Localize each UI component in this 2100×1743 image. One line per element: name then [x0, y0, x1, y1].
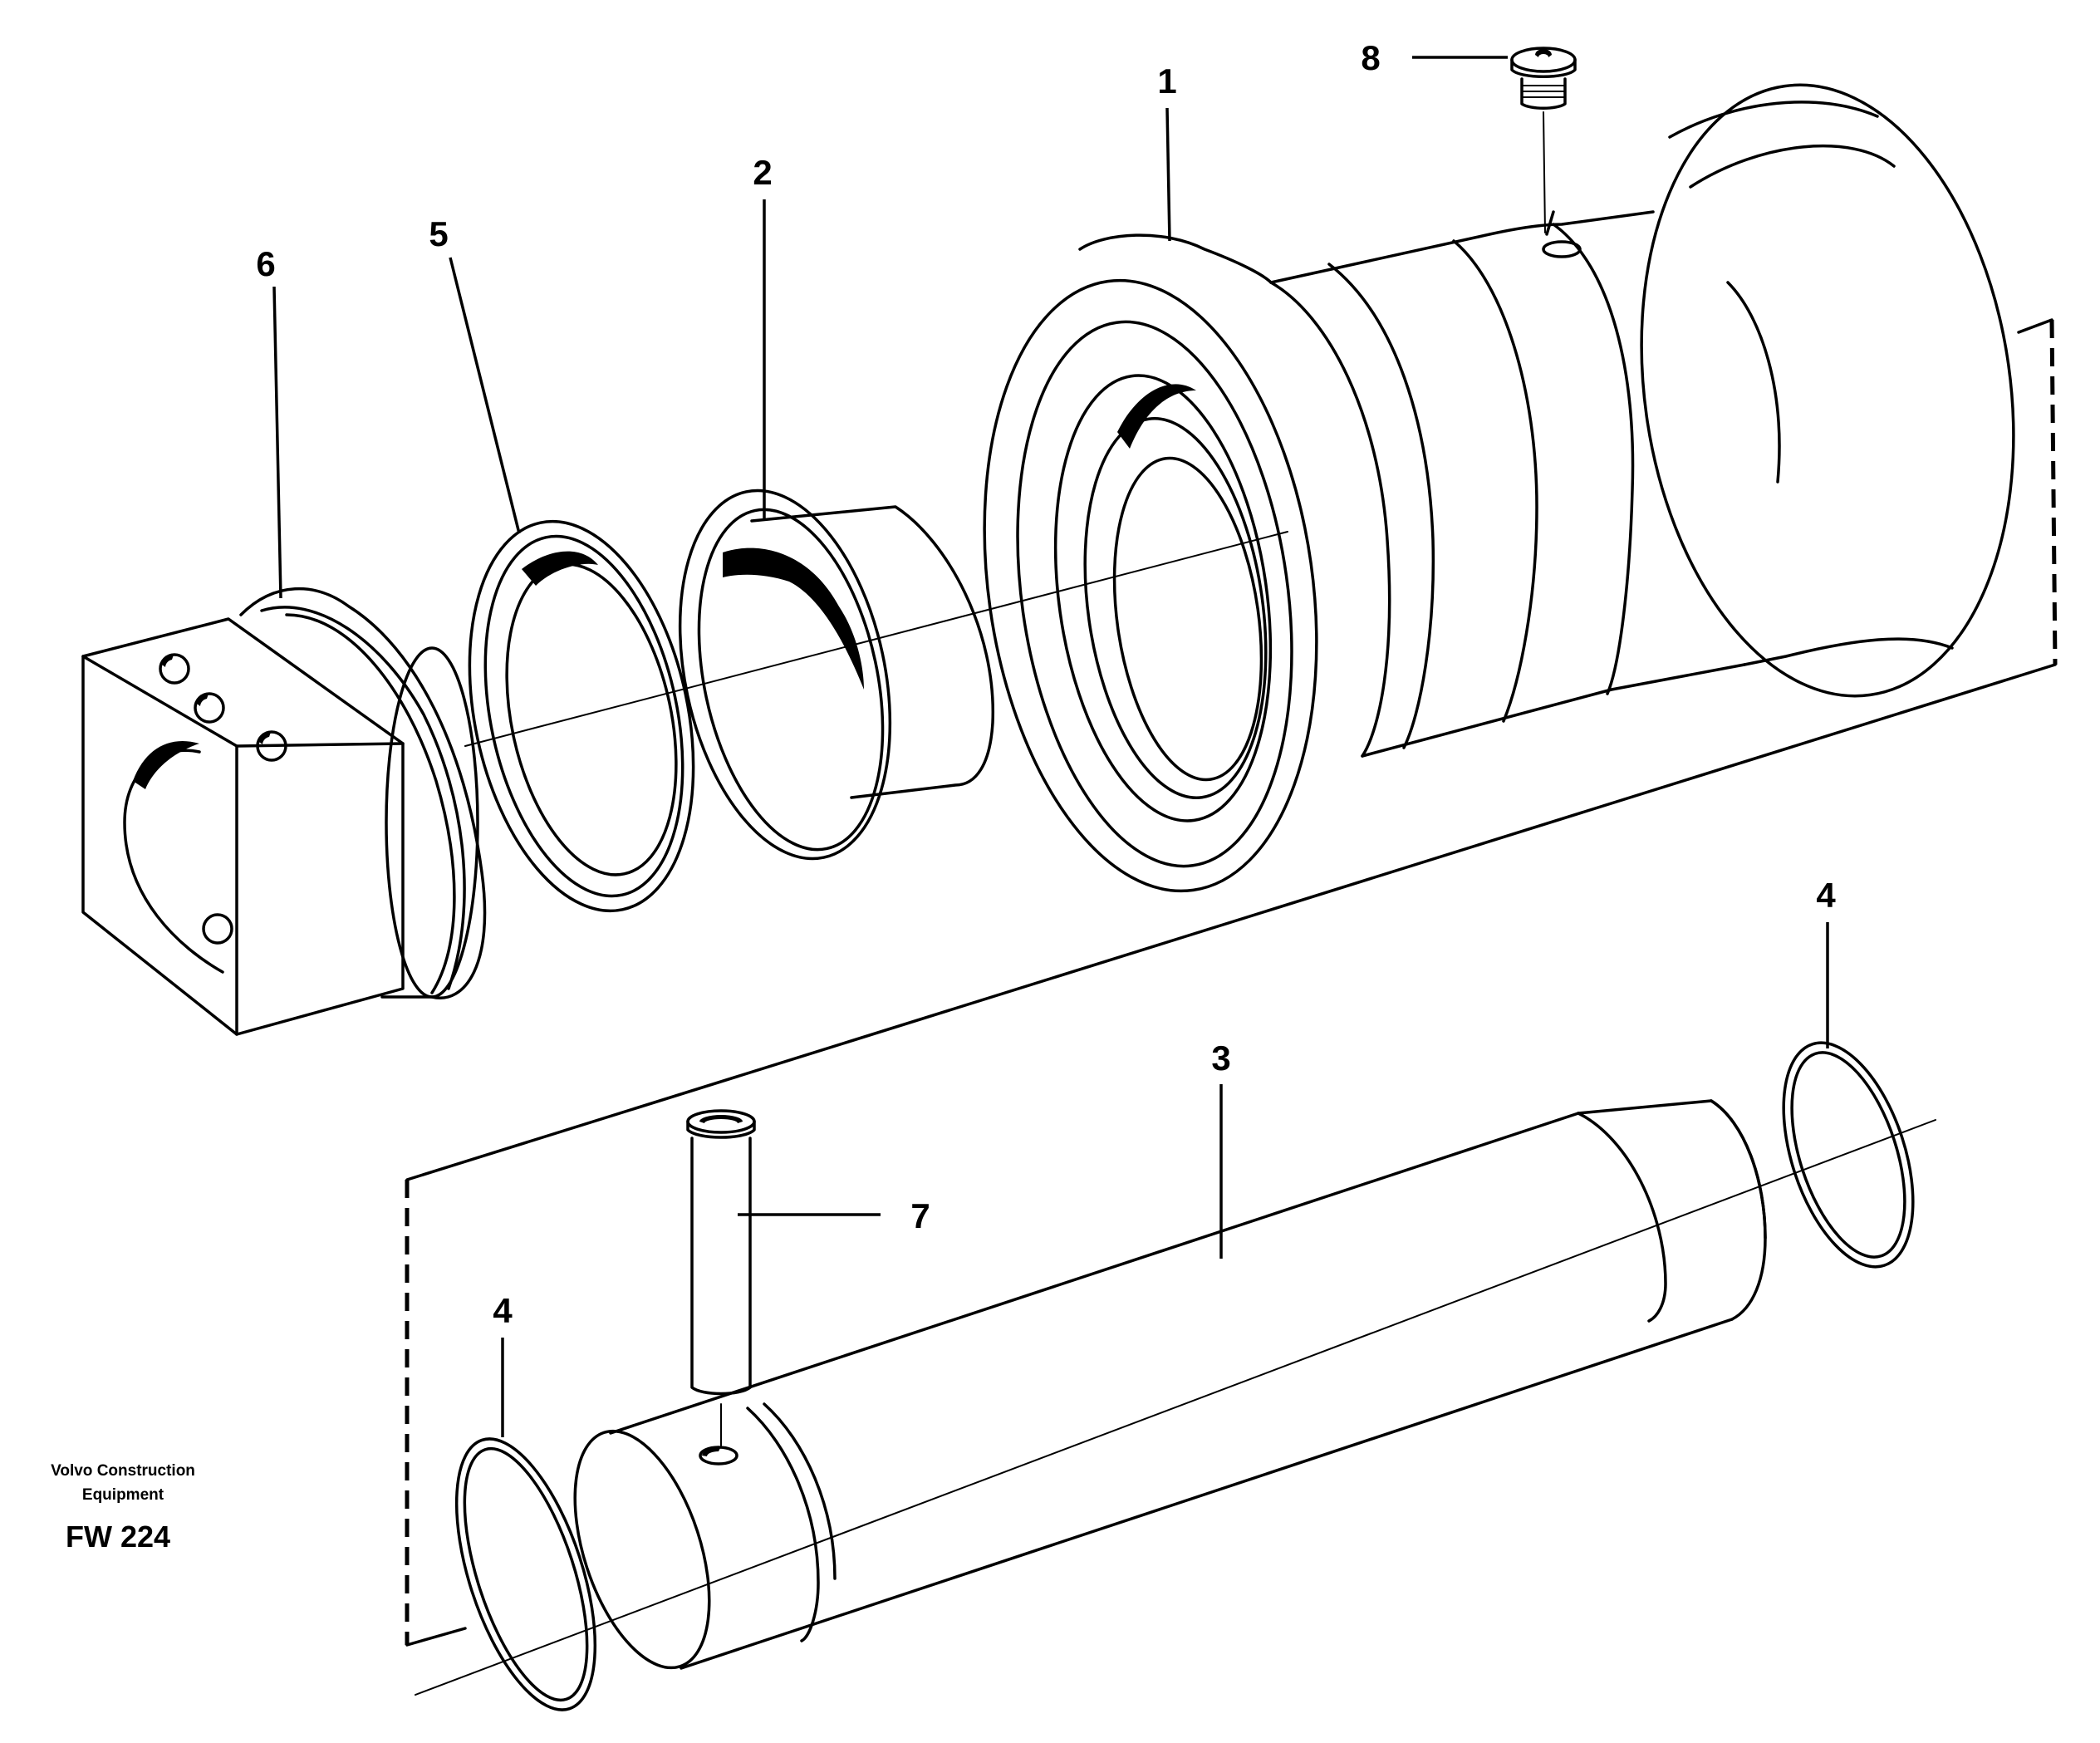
part-6-support-bracket	[81, 587, 487, 1036]
callout-3: 3	[1211, 1038, 1230, 1078]
bolt-holes	[159, 653, 287, 945]
part-7-pin	[686, 1109, 756, 1396]
part-1-roller	[983, 83, 2015, 893]
part-8-plug	[1510, 47, 1577, 233]
figure-credit: Volvo Construction Equipment FW 224	[51, 1462, 195, 1554]
callout-8: 8	[1361, 38, 1380, 77]
part-5-seal-ring	[468, 519, 695, 913]
callout-7: 7	[910, 1196, 930, 1235]
figure-id: FW 224	[66, 1520, 170, 1554]
callout-4-right: 4	[1816, 876, 1836, 915]
callout-2: 2	[753, 153, 772, 192]
part-2-bushing	[678, 489, 994, 861]
credit-line-1: Volvo Construction	[51, 1462, 195, 1480]
part-4-o-ring-left	[454, 1437, 597, 1711]
callout-labels: 1 2 3 4 4 5 6 7 8	[256, 38, 1836, 1330]
part-4-o-ring-right	[1782, 1041, 1915, 1269]
callout-4-left: 4	[493, 1291, 513, 1330]
callout-1: 1	[1157, 61, 1176, 101]
callout-5: 5	[429, 214, 448, 253]
part-3-shaft	[573, 1099, 1767, 1670]
leader-lines	[272, 56, 1829, 1437]
credit-line-2: Equipment	[82, 1486, 164, 1504]
assembly-frame	[405, 318, 2058, 1696]
callout-6: 6	[256, 244, 275, 283]
